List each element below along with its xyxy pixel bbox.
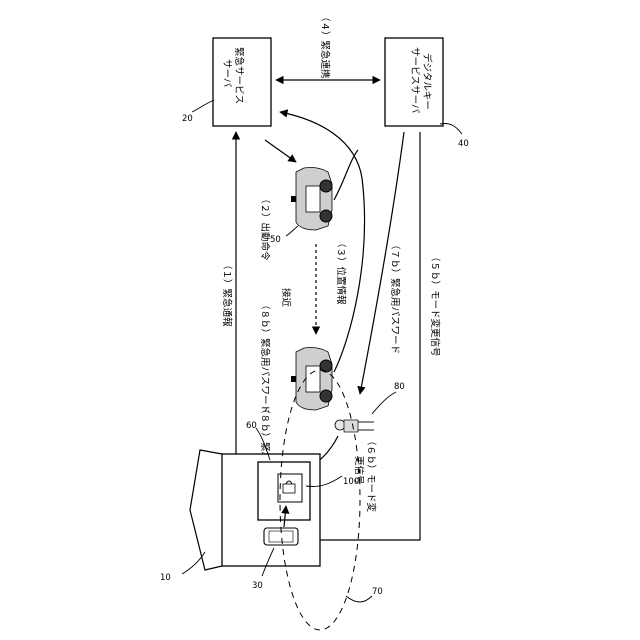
- vehicle-near: [291, 348, 332, 411]
- emergency-server-label-2: サーバ: [221, 59, 232, 88]
- vehicle-far: [291, 168, 332, 231]
- label-step2: （２）出動命令: [259, 194, 271, 261]
- arrow-dispatch-order: [265, 140, 296, 162]
- line-vehicle-tail: [334, 150, 358, 200]
- emergency-server-label-1: 緊急サービス: [233, 47, 245, 104]
- ref-30: 30: [252, 581, 263, 591]
- ref-70: 70: [372, 587, 383, 597]
- ref-20: 20: [182, 114, 193, 124]
- leader-20: [192, 100, 214, 112]
- lock-icon: [283, 484, 295, 493]
- ref-60: 60: [246, 421, 257, 431]
- label-step8b-a: （８ｂ）緊急用パスワード: [259, 300, 271, 414]
- label-approach: 接近: [280, 288, 292, 308]
- ref-40: 40: [458, 139, 469, 149]
- label-step6b-line1: （６ｂ）モード変: [365, 436, 377, 513]
- person: [335, 420, 374, 432]
- ref-50: 50: [270, 235, 281, 245]
- leader-80: [372, 392, 396, 414]
- label-step5b: （５ｂ）モード変更信号: [429, 252, 441, 357]
- ref-10: 10: [160, 573, 171, 583]
- label-step1: （１）緊急通報: [221, 260, 233, 327]
- label-step4: （４）緊急連携: [319, 12, 331, 79]
- house-roof: [190, 450, 222, 570]
- arrow-position-info: [280, 112, 365, 372]
- label-step7b: （７ｂ）緊急用パスワード: [389, 240, 401, 354]
- digital-key-server-label-1: デジタルキー: [421, 53, 433, 110]
- leader-70: [346, 596, 372, 602]
- leader-50: [286, 226, 298, 236]
- digital-key-service-server: デジタルキー サービスサーバ: [385, 38, 443, 126]
- ref-80: 80: [394, 382, 405, 392]
- digital-key-server-label-2: サービスサーバ: [409, 47, 420, 114]
- emergency-service-server: 緊急サービス サーバ: [213, 38, 271, 126]
- label-step3: （３）位置情報: [335, 238, 347, 305]
